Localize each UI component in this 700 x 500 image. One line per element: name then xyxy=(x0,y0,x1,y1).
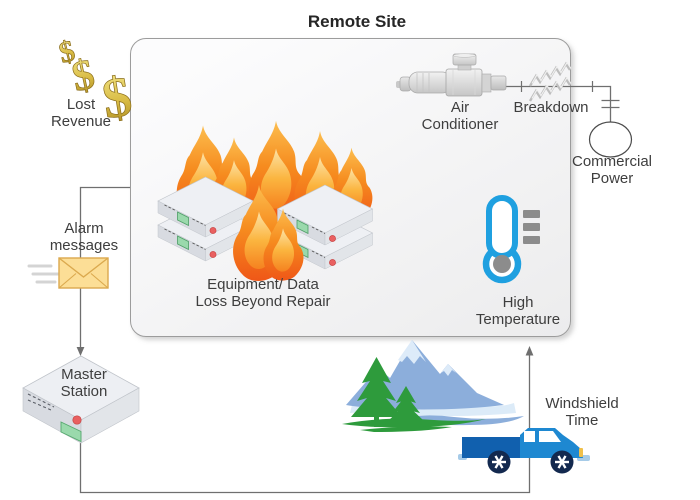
tick-marks xyxy=(520,81,594,92)
power-connector-line xyxy=(503,85,612,122)
capacitor-marks xyxy=(601,99,620,109)
thermometer-icon xyxy=(482,195,540,284)
dollar-signs-icon: $ $ $ xyxy=(55,34,136,132)
zigzag-breakdown-icon xyxy=(528,61,572,102)
status-panel xyxy=(60,421,82,443)
wheels xyxy=(487,450,574,474)
alarm-connector-line xyxy=(79,186,130,348)
master-station-icon xyxy=(22,355,140,444)
label-high-temperature: High Temperature xyxy=(475,294,561,328)
power-source-ellipse xyxy=(588,121,633,158)
svg-text:$: $ xyxy=(68,51,99,101)
vent-dashes xyxy=(27,393,55,411)
arrowhead-up-icon xyxy=(525,346,534,356)
envelope-icon xyxy=(27,257,109,289)
burning-servers-icon xyxy=(157,120,373,282)
label-alarm-messages: Alarm messages xyxy=(49,220,119,254)
pickup-truck-icon xyxy=(458,428,590,474)
remote-site-title: Remote Site xyxy=(307,12,407,31)
mountain-truck-icon xyxy=(342,340,524,432)
led-indicator xyxy=(72,415,82,425)
pine-trees xyxy=(342,357,486,432)
label-windshield-time: Windshield Time xyxy=(545,395,619,429)
label-commercial-power: Commercial Power xyxy=(571,153,652,187)
arrowhead-down-icon xyxy=(76,347,85,356)
label-air-conditioner: Air Conditioner xyxy=(421,99,499,133)
label-master-station: Master Station xyxy=(60,366,108,400)
air-conditioner-icon xyxy=(396,53,507,97)
label-breakdown: Breakdown xyxy=(513,99,589,116)
speed-lines xyxy=(27,264,61,284)
windshield-connector-line xyxy=(79,355,531,494)
label-lost-revenue: Lost Revenue xyxy=(50,96,112,130)
label-equipment-loss: Equipment/ Data Loss Beyond Repair xyxy=(195,276,331,310)
thermometer-scale-dashes xyxy=(523,210,540,244)
